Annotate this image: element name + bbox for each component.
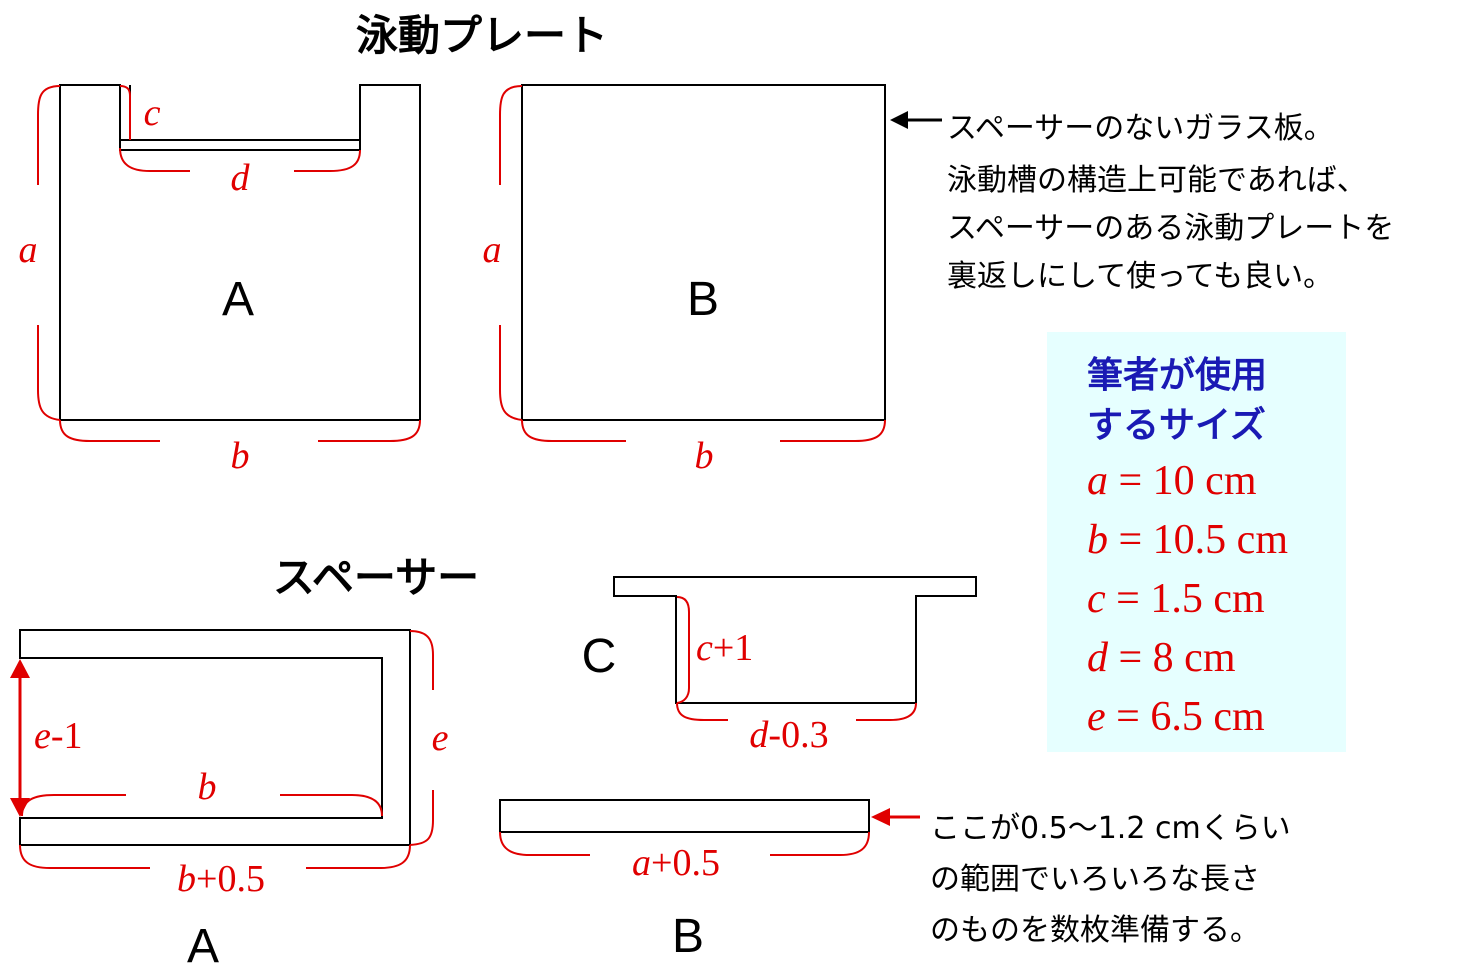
spacer-note-line: ここが0.5～1.2 cmくらい [930, 811, 1291, 846]
size-item-d: d = 8 cm [1087, 635, 1236, 681]
spacer-b: a+0.5 B [499, 799, 920, 963]
spacer-a-dim-e-minus: e-1 [34, 715, 83, 757]
size-item-var: c [1087, 576, 1106, 622]
plate-heading: 泳動プレート [356, 11, 608, 60]
spacer-c-label: C [582, 630, 617, 683]
size-item-value: = 10 cm [1108, 458, 1257, 504]
spacer-a: e-1 b e b+0.5 A [10, 629, 449, 970]
size-item-c: c = 1.5 cm [1087, 576, 1265, 622]
plate-b-dim-a: a [483, 229, 502, 271]
plate-b-dim-b-bracket [521, 419, 886, 442]
plate-note-line: スペーサーのないガラス板。 [947, 111, 1334, 146]
spacer-note-line: のものを数枚準備する。 [930, 913, 1260, 948]
spacer-a-e-minus-arrow [10, 659, 30, 817]
spacer-b-label: B [672, 910, 704, 963]
spacer-a-dim-b-inner-bracket [21, 794, 383, 817]
spacer-a-dim-e-bracket [409, 630, 434, 846]
size-item-a: a = 10 cm [1087, 458, 1257, 504]
plate-a-dim-b-bracket [59, 419, 421, 442]
spacer-b-dim-a-plus-bracket [499, 831, 870, 856]
size-item-var: b [1087, 517, 1108, 563]
spacer-note: ここが0.5～1.2 cmくらい の範囲でいろいろな長さ のものを数枚準備する。 [930, 811, 1291, 948]
plate-b-outline [521, 84, 886, 421]
size-box: 筆者が使用 するサイズ a = 10 cm b = 10.5 cm c = 1.… [1047, 332, 1346, 752]
plate-note-line: 裏返しにして使っても良い。 [947, 259, 1333, 294]
size-item-e: e = 6.5 cm [1087, 694, 1265, 740]
spacer-c-outline [613, 576, 977, 704]
size-item-b: b = 10.5 cm [1087, 517, 1288, 563]
size-box-title: 筆者が使用 [1087, 355, 1267, 396]
plate-a: A a b c d [19, 84, 421, 477]
plate-b-dim-a-bracket [499, 85, 523, 421]
spacer-note-line: の範囲でいろいろな長さ [930, 862, 1260, 897]
spacer-a-dim-b-plus: b+0.5 [177, 858, 265, 900]
plate-a-dim-c-bracket [119, 85, 131, 140]
plate-b-dim-b: b [695, 435, 714, 477]
plate-a-label: A [222, 273, 254, 326]
size-item-value: = 8 cm [1108, 635, 1236, 681]
plate-note-line: スペーサーのある泳動プレートを [947, 211, 1394, 246]
plate-a-dim-c: c [144, 92, 161, 134]
spacer-c-dim-d-minus-bracket [676, 702, 917, 721]
plate-note-arrow [890, 111, 942, 129]
spacer-c-dim-c-plus: c+1 [696, 627, 753, 669]
spacer-heading: スペーサー [273, 553, 479, 602]
plate-a-dim-b: b [231, 435, 250, 477]
size-item-var: d [1087, 635, 1109, 681]
spacer-c-dim-c-plus-bracket [676, 596, 690, 704]
spacer-c-dim-d-minus: d-0.3 [749, 714, 828, 756]
plate-note: スペーサーのないガラス板。 泳動槽の構造上可能であれば、 スペーサーのある泳動プ… [947, 111, 1394, 294]
spacer-b-outline [499, 799, 870, 833]
size-item-value: = 1.5 cm [1106, 576, 1265, 622]
spacer-c: C c+1 d-0.3 [582, 576, 977, 756]
spacer-a-outline [19, 629, 411, 846]
plate-a-dim-d: d [231, 157, 251, 199]
plate-b: B a b [483, 84, 886, 477]
spacer-a-dim-e: e [432, 717, 449, 759]
plate-b-label: B [687, 273, 719, 326]
size-item-value: = 10.5 cm [1108, 517, 1288, 563]
spacer-a-label: A [187, 920, 219, 970]
plate-a-dim-a: a [19, 229, 38, 271]
spacer-b-dim-a-plus: a+0.5 [632, 842, 720, 884]
size-item-var: a [1087, 458, 1108, 504]
spacer-a-dim-b: b [198, 766, 217, 808]
plate-a-outline [59, 84, 421, 421]
plate-note-line: 泳動槽の構造上可能であれば、 [947, 163, 1367, 198]
plate-a-dim-d-bracket [119, 147, 361, 172]
size-box-title: するサイズ [1087, 404, 1266, 446]
size-item-value: = 6.5 cm [1106, 694, 1265, 740]
plate-a-dim-a-bracket [37, 85, 61, 421]
size-item-var: e [1087, 694, 1106, 740]
size-box-background [1047, 332, 1346, 752]
spacer-a-dim-b-plus-bracket [19, 844, 411, 869]
spacer-b-note-arrow [871, 808, 920, 826]
